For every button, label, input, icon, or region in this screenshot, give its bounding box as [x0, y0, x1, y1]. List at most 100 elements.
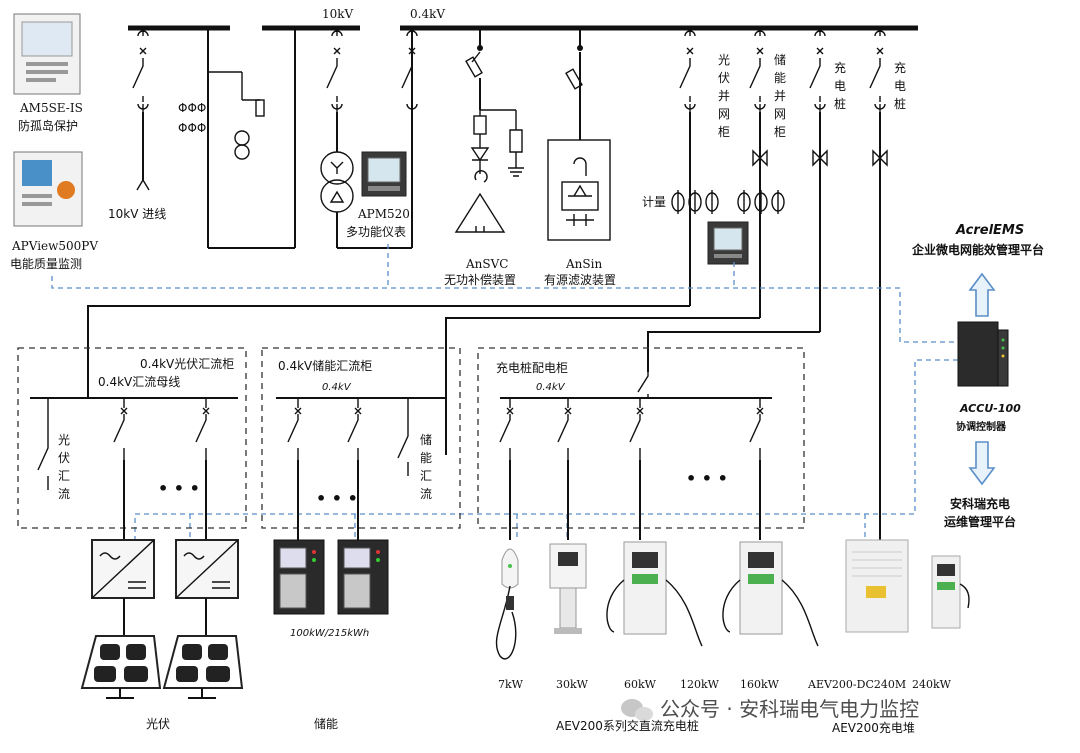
es-branch-c3: 汇 — [420, 469, 432, 483]
pv-cabinet-c3: 并 — [718, 89, 730, 103]
svc-model: AnSVC — [465, 257, 508, 271]
storage-cabinet-icon-2 — [337, 539, 389, 615]
apf-fuse-icon — [565, 68, 583, 90]
apm520-desc: 多功能仪表 — [346, 225, 406, 239]
am5se-device-icon — [13, 13, 81, 95]
charger1-c3: 桩 — [834, 96, 846, 111]
es-route-line — [445, 317, 760, 455]
rating-7kw: 7kW — [498, 678, 524, 691]
es-branch-c1: 储 — [420, 432, 432, 447]
pv-cabinet-c4: 网 — [718, 107, 730, 121]
charge-platform-title: 安科瑞充电 — [950, 496, 1010, 511]
charging-stack-label: AEV200充电堆 — [832, 720, 915, 735]
ev-ellipsis: • • • — [686, 469, 728, 488]
rating-120kw: 120kW — [680, 678, 720, 691]
es-cabinet-c3: 并 — [774, 89, 786, 103]
incoming-label: 10kV 进线 — [108, 207, 166, 221]
ground-icon — [508, 152, 524, 177]
es-combiner-box — [261, 347, 461, 529]
pv-branch-switch-2 — [195, 397, 210, 461]
apm520-meter-icon — [361, 151, 407, 197]
pv-ellipsis: • • • — [158, 479, 200, 498]
charger1-breaker-icon — [809, 29, 826, 113]
lv-bus-label: 0.4kV — [410, 7, 445, 21]
es-cabinet-c1: 储 — [774, 52, 786, 67]
ev-box-title: 充电桩配电柜 — [496, 360, 568, 375]
inverter-icon-2 — [175, 539, 239, 599]
es-box-title: 0.4kV储能汇流柜 — [278, 358, 372, 373]
pv-bus-label: 0.4kV汇流母线 — [98, 375, 180, 389]
thyristor-icon — [470, 147, 490, 162]
am5se-desc: 防孤岛保护 — [18, 118, 78, 133]
ev-branch-switch-3 — [629, 397, 644, 461]
charger1-c1: 充 — [834, 60, 846, 75]
pv-route-line — [87, 305, 690, 398]
incoming-breaker-icon — [132, 29, 149, 113]
apview-desc: 电能质量监测 — [10, 257, 82, 271]
comm-bus-top — [51, 276, 958, 343]
pv-branch-c4: 流 — [58, 487, 70, 501]
dc-charger-icon — [931, 555, 970, 629]
apf-box — [547, 139, 611, 241]
es-branch-switch-2 — [347, 397, 362, 461]
hv-bus-label: 10kV — [322, 7, 354, 21]
svc-fuse-icon — [465, 56, 483, 78]
ev-branch-switch-4 — [749, 397, 764, 461]
charger-7kw-icon — [495, 548, 519, 660]
es-cabinet-c4: 网 — [774, 107, 786, 121]
ct-icon — [671, 189, 685, 215]
es-bus-label: 0.4kV — [322, 382, 352, 393]
rating-30kw: 30kW — [556, 678, 589, 691]
es-ellipsis: • • • — [316, 489, 358, 508]
charger2-c1: 充 — [894, 60, 906, 75]
charger-160kw-icon — [722, 541, 819, 647]
charger-60kw-icon — [606, 541, 703, 647]
charger-30kw-icon — [549, 543, 587, 634]
charge-platform-subtitle: 运维管理平台 — [944, 514, 1016, 529]
ems-subtitle: 企业微电网能效管理平台 — [911, 242, 1044, 257]
pv-branch-c2: 伏 — [58, 451, 70, 465]
apf-model: AnSin — [565, 257, 602, 271]
ev-branch-switch-1 — [499, 397, 514, 461]
incoming-arrow-icon — [136, 178, 150, 191]
ac-dc-charger-label: AEV200系列交直流充电桩 — [556, 718, 699, 733]
ev-route-line — [647, 331, 820, 372]
rating-stack-model: AEV200-DC240M — [807, 678, 906, 691]
ct-symbols: ΦΦΦ — [178, 101, 206, 115]
svc-desc: 无功补偿装置 — [444, 272, 516, 287]
ems-title: AcrelEMS — [955, 223, 1024, 238]
pv-box-title: 0.4kV光伏汇流柜 — [140, 357, 234, 371]
rating-240kw: 240kW — [912, 678, 952, 691]
es-cabinet-c2: 能 — [774, 71, 786, 85]
charger2-c2: 电 — [894, 79, 906, 93]
es-branch-switch-1 — [287, 397, 302, 461]
transformer-icon — [320, 151, 354, 185]
pv-cabinet-c1: 光 — [718, 53, 730, 67]
pt-icon — [234, 130, 250, 146]
pv-combiner-box — [17, 347, 247, 529]
rating-60kw: 60kW — [624, 678, 657, 691]
lv-main-breaker-icon — [401, 29, 418, 113]
es-branch-c2: 能 — [420, 451, 432, 465]
metering-label: 计量 — [642, 195, 666, 209]
comm-bus-bottom — [134, 359, 958, 540]
accu-controller-icon — [957, 321, 1009, 387]
up-arrow-icon — [968, 272, 996, 317]
es-feeder-breaker-icon — [749, 29, 766, 113]
ev-branch-switch-2 — [557, 397, 572, 461]
rating-160kw: 160kW — [740, 678, 780, 691]
apf-desc: 有源滤波装置 — [544, 273, 616, 287]
pv-branch-c1: 光 — [58, 433, 70, 447]
charger2-c3: 桩 — [894, 96, 906, 111]
charger1-c2: 电 — [834, 79, 846, 93]
igbt-icon — [561, 181, 599, 211]
pv-branch-switch-1 — [113, 397, 128, 461]
charging-stack-icon — [845, 539, 909, 633]
solar-panel-icon-1 — [80, 635, 162, 699]
controller-desc: 协调控制器 — [956, 420, 1007, 433]
metering-meter-icon — [707, 221, 749, 265]
pv-bottom-label: 光伏 — [146, 717, 170, 731]
storage-rating: 100kW/215kWh — [290, 628, 369, 639]
charger2-breaker-icon — [869, 29, 886, 113]
ev-bus-label: 0.4kV — [536, 382, 566, 393]
